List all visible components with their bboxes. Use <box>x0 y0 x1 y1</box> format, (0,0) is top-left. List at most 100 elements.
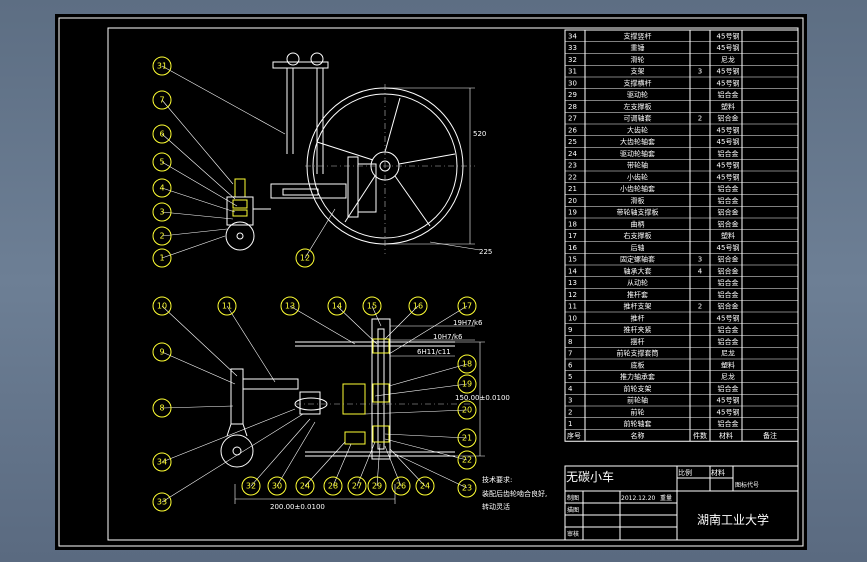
bom-seq: 12 <box>568 291 577 299</box>
drawing-sheet: 520 225 150.00±0.0100 <box>55 14 807 550</box>
bom-name: 支撑横杆 <box>624 78 652 87</box>
fit-10h7: 10H7/k6 <box>433 333 463 341</box>
bom-seq: 2 <box>568 408 572 416</box>
balloon-number: 6 <box>159 130 164 139</box>
balloon <box>267 476 287 496</box>
label-code: 图标代号 <box>735 481 759 489</box>
bom-name: 曲柄 <box>631 219 645 228</box>
bom-name: 前轮支撑套筒 <box>617 349 659 358</box>
bom-seq: 4 <box>568 385 573 393</box>
bom-material: 铝合金 <box>718 184 739 193</box>
balloon-number: 3 <box>159 208 164 217</box>
balloon <box>217 296 237 316</box>
balloon <box>152 452 172 472</box>
bom-header-cell: 备注 <box>763 431 777 440</box>
bom-name: 支架 <box>631 67 645 76</box>
balloon-number: 7 <box>159 96 164 105</box>
bom-seq: 30 <box>568 79 577 87</box>
balloon-number: 28 <box>328 482 338 491</box>
balloon <box>367 476 387 496</box>
balloon-number: 5 <box>159 158 164 167</box>
bom-name: 底板 <box>631 360 645 369</box>
fit-19h7: 19H7/k6 <box>453 319 483 327</box>
bom-name: 带轮轴支撑板 <box>617 208 659 217</box>
bom-material: 铝合金 <box>718 255 739 264</box>
balloon-number: 16 <box>413 302 423 311</box>
balloon-number: 30 <box>272 482 282 491</box>
bom-material: 45号钢 <box>717 78 740 87</box>
balloon-number: 4 <box>159 184 164 193</box>
bom-material: 铝合金 <box>718 384 739 393</box>
bom-seq: 19 <box>568 209 577 217</box>
bom-name: 轴承大套 <box>624 266 652 275</box>
balloon <box>152 342 172 362</box>
bom-qty: 3 <box>698 68 702 76</box>
bom-seq: 11 <box>568 303 577 311</box>
balloon <box>280 296 300 316</box>
balloon-number: 22 <box>462 456 472 465</box>
balloon-number: 24 <box>420 482 430 491</box>
balloon-number: 9 <box>159 348 164 357</box>
bom-name: 前轮支架 <box>624 384 652 393</box>
bom-name: 滑板 <box>631 196 645 205</box>
bom-seq: 9 <box>568 326 572 334</box>
bom-material: 铝合金 <box>718 219 739 228</box>
bom-material: 塑料 <box>721 360 735 369</box>
balloon <box>295 248 315 268</box>
balloon <box>152 248 172 268</box>
bom-name: 从动轮 <box>627 278 648 287</box>
balloon <box>152 492 172 512</box>
bom-material: 45号钢 <box>717 137 740 146</box>
balloon-number: 26 <box>396 482 406 491</box>
balloon-number: 1 <box>159 254 164 263</box>
bom-material: 铝合金 <box>718 266 739 275</box>
balloon-number: 8 <box>159 404 164 413</box>
balloon <box>362 296 382 316</box>
balloon <box>152 178 172 198</box>
bom-material: 铝合金 <box>718 90 739 99</box>
balloon <box>152 296 172 316</box>
bom-seq: 26 <box>568 126 577 134</box>
bom-seq: 10 <box>568 314 577 322</box>
bom-name: 驱动轮轴套 <box>620 149 655 158</box>
balloon-number: 18 <box>462 360 472 369</box>
bom-seq: 5 <box>568 373 572 381</box>
balloon-number: 31 <box>157 62 167 71</box>
bom-seq: 17 <box>568 232 577 240</box>
bom-header-cell: 名称 <box>631 431 645 440</box>
bom-seq: 20 <box>568 197 577 205</box>
bom-name: 推杆支架 <box>624 302 652 311</box>
top-view: 150.00±0.0100 200.00±0.0100 19H7/k6 10H7… <box>220 318 510 511</box>
title-block: 无碳小车 比例 材料 图标代号 制图 2012.12.20 重量 描图 审核 湖… <box>564 465 799 541</box>
dim-200: 200.00±0.0100 <box>270 503 325 511</box>
bom-seq: 6 <box>568 361 573 369</box>
balloon-number: 21 <box>462 434 472 443</box>
front-view: 520 225 <box>225 52 492 256</box>
bom-seq: 23 <box>568 162 577 170</box>
drawing-name: 无碳小车 <box>566 469 614 484</box>
bom-seq: 34 <box>568 32 577 40</box>
balloon <box>152 56 172 76</box>
bom-name: 前轮 <box>631 407 645 416</box>
bom-material: 尼龙 <box>721 349 735 358</box>
bom-name: 带轮轴 <box>627 161 648 170</box>
balloon-number: 15 <box>367 302 377 311</box>
balloon <box>152 226 172 246</box>
bom-seq: 32 <box>568 56 577 64</box>
bom-name: 可调轴套 <box>624 114 652 123</box>
bom-material: 铝合金 <box>718 325 739 334</box>
balloon-number: 10 <box>157 302 167 311</box>
outer-frame <box>58 17 804 547</box>
bom-material: 尼龙 <box>721 372 735 381</box>
balloon <box>457 374 477 394</box>
bom-name: 左支撑板 <box>624 102 652 111</box>
bom-seq: 14 <box>568 267 577 275</box>
balloon <box>457 400 477 420</box>
bom-name: 小齿轮 <box>627 172 648 181</box>
dim-520: 520 <box>473 130 486 138</box>
engineering-drawing: 520 225 150.00±0.0100 <box>58 17 804 547</box>
label-material2: 材料 <box>711 468 725 477</box>
bom-material: 45号钢 <box>717 313 740 322</box>
balloon <box>295 476 315 496</box>
